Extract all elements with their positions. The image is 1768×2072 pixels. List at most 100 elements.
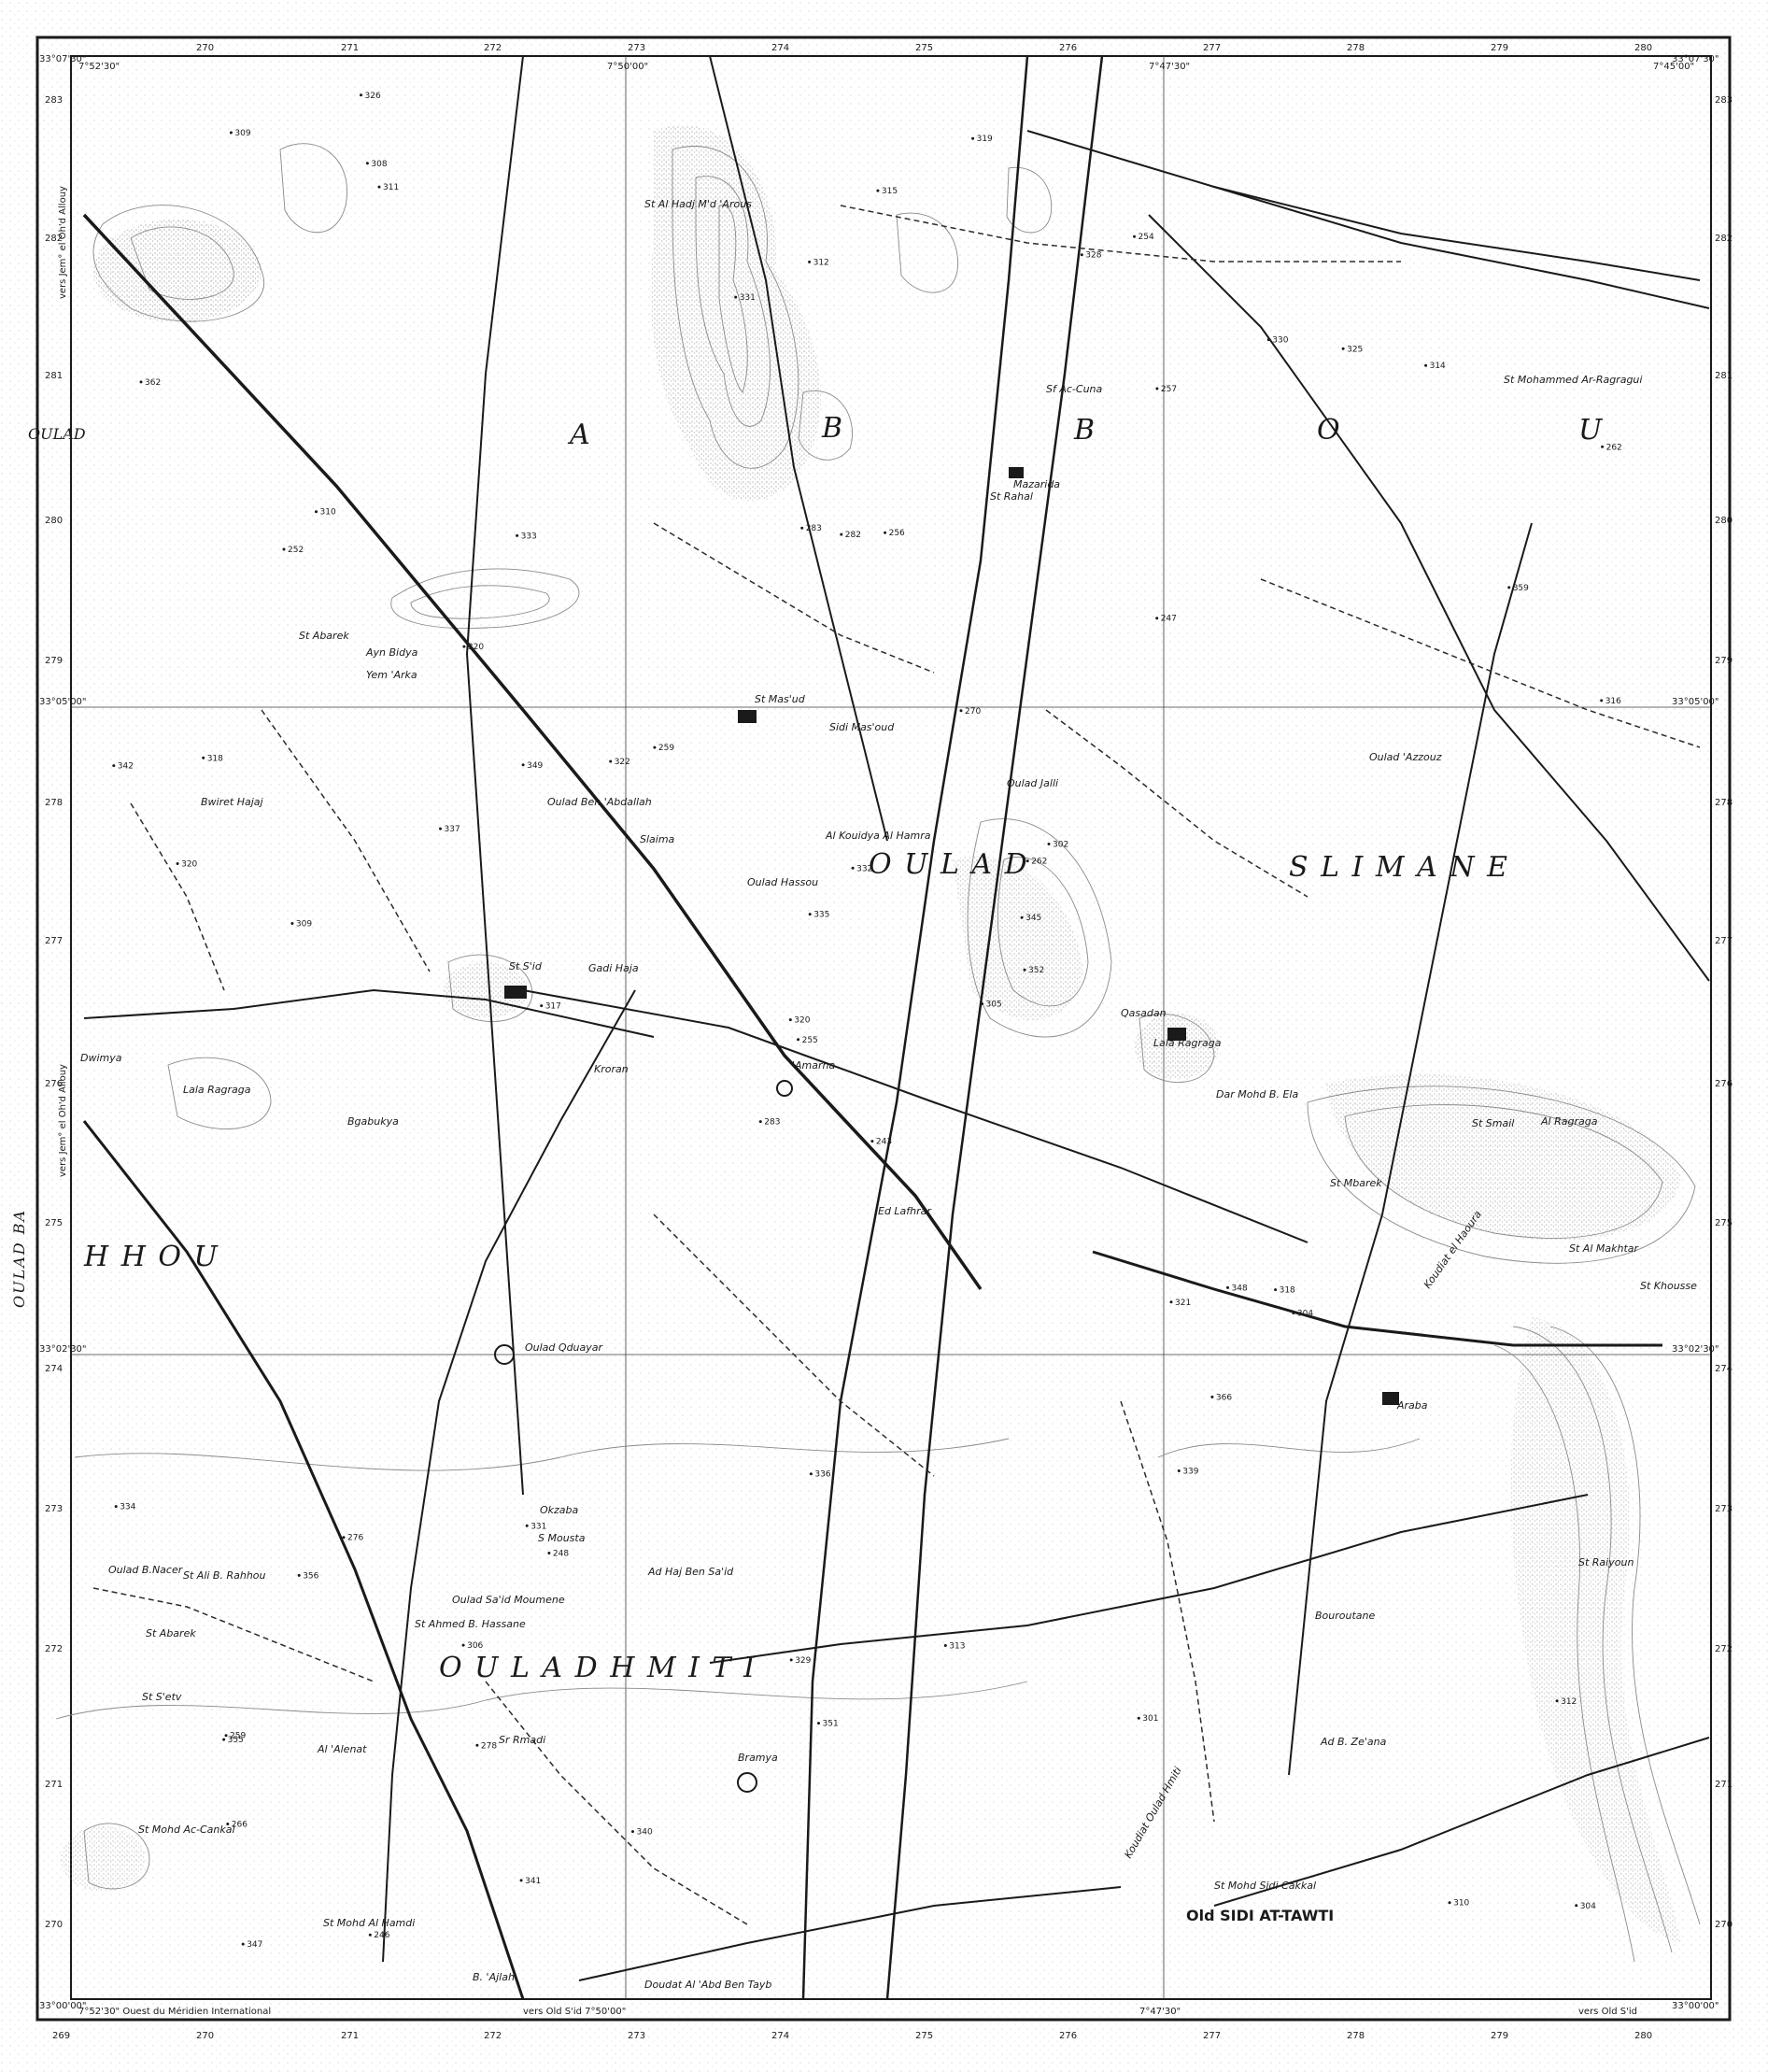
track (1120, 1400, 1215, 1823)
spot-height-label: 331 (740, 293, 756, 303)
spot-height-label: 312 (1561, 1697, 1577, 1707)
tick-label: 278 (1715, 798, 1733, 808)
spot-height-label: 320 (794, 1016, 810, 1026)
tick-label: 277 (1715, 936, 1733, 946)
tick-label: 280 (1634, 43, 1652, 53)
road-ne (1026, 130, 1701, 281)
spot-height-dot (1266, 338, 1270, 342)
place-label: St Mbarek (1330, 1177, 1382, 1189)
tick-label: 276 (45, 1079, 63, 1089)
place-label: St S'etv (142, 1691, 182, 1703)
spot-height-dot (800, 526, 804, 530)
road-east (1092, 1250, 1662, 1347)
spot-height-label: 252 (288, 546, 304, 555)
spot-height-label: 304 (1297, 1310, 1313, 1319)
margin-note-bottom-right: vers Old S'id (1578, 2007, 1637, 2017)
spot-height-dot (461, 1643, 465, 1647)
spot-height-dot (439, 827, 442, 830)
spot-height-label: 315 (882, 187, 898, 196)
region-label-oulad: OULAD (28, 425, 86, 443)
place-label: St Al Hadj M'd 'Arous (644, 198, 752, 210)
tick-label: 275 (915, 2031, 933, 2041)
margin-note-bottom-mid2: 7°47'30" (1139, 2007, 1181, 2017)
spot-height-dot (222, 1738, 226, 1741)
tick-label: 273 (628, 2031, 645, 2041)
tick-label: 269 (52, 2031, 70, 2041)
contour (92, 205, 264, 322)
corner-label-top-left: 7°52'30" (78, 62, 120, 72)
tick-label: 274 (771, 43, 789, 53)
contour (1157, 1438, 1421, 1458)
road-se-ns (1288, 522, 1533, 1776)
spot-height-label: 347 (247, 1940, 262, 1950)
margin-note-left-upper: vers Jem° el Oh'd Allouy (58, 186, 68, 299)
spot-height-dot (1137, 1716, 1140, 1720)
spot-height-dot (1023, 968, 1026, 972)
spot-height-label: 359 (1513, 584, 1529, 593)
contour (1493, 1344, 1635, 1963)
contour (167, 1057, 272, 1129)
latitude-label-bottom-right: 33°00'00" (1672, 2001, 1719, 2011)
place-label: Ed Lafhrar (878, 1205, 932, 1217)
spot-height-label: 332 (856, 864, 872, 873)
spot-height-label: 247 (1161, 615, 1177, 624)
place-label: Ad B. Ze'ana (1320, 1736, 1387, 1748)
contour (74, 1438, 1010, 1471)
spot-height-label: 266 (232, 1821, 248, 1830)
road-network (82, 55, 1710, 2000)
tick-label: 271 (1715, 1780, 1733, 1790)
settlement-markers (494, 467, 1399, 1793)
spot-height-label: 246 (374, 1931, 389, 1940)
tick-label: 283 (1715, 95, 1733, 106)
contour (447, 954, 533, 1022)
spot-height-label: 308 (371, 160, 387, 169)
place-label: Mazarida (1013, 478, 1060, 490)
settlement-amarna (776, 1080, 793, 1097)
tick-label: 282 (45, 234, 63, 244)
spot-height-dot (870, 1140, 874, 1143)
right-tick-labels: 283 282 281 280 279 278 277 276 275 274 … (1715, 95, 1733, 1930)
place-label: St Mohd Sidi Cakkal (1214, 1880, 1316, 1892)
spot-height-label: 318 (1280, 1286, 1295, 1296)
tick-label: 279 (45, 656, 63, 666)
tick-label: 275 (1715, 1218, 1733, 1228)
spot-height-dot (360, 93, 362, 97)
spot-height-dot (1424, 363, 1428, 367)
spot-height-dot (631, 1830, 634, 1834)
spot-height-dot (1555, 1699, 1559, 1703)
spot-height-dot (1169, 1300, 1173, 1304)
graticule-labels: 7°52'30" 7°50'00" 7°47'30" 7°45'00" 33°0… (39, 54, 1719, 2011)
spot-height-label: 318 (207, 754, 223, 763)
place-label: Slaima (640, 833, 675, 845)
place-label: B. 'Ajlah (473, 1971, 515, 1983)
spot-height-dot (282, 547, 286, 551)
spot-height-dot (342, 1536, 346, 1540)
spot-height-label: 248 (553, 1550, 569, 1559)
place-label: St Mas'ud (755, 693, 806, 705)
spot-height-dot (241, 1942, 245, 1946)
contour (1139, 1014, 1215, 1083)
contour (55, 1681, 1028, 1720)
contour (798, 390, 853, 461)
track (92, 1587, 375, 1682)
place-label: Lala Ragraga (183, 1084, 251, 1096)
spot-height-dot (1155, 617, 1159, 620)
spot-height-label: 319 (977, 135, 993, 144)
spot-height-dot (290, 922, 294, 925)
spot-height-dot (808, 913, 812, 916)
spot-height-dot (516, 533, 519, 537)
contour (672, 146, 799, 469)
neatline (70, 55, 1712, 2000)
spot-height-label: 309 (234, 129, 250, 138)
place-label: Kroran (594, 1063, 629, 1075)
spot-height-label: 337 (445, 825, 460, 834)
place-label: Sf Ac-Cuna (1046, 383, 1103, 395)
spot-height-label: 282 (845, 531, 861, 540)
spot-height-label: 362 (145, 378, 161, 388)
spot-height-label: 270 (965, 707, 981, 717)
outer-frame (35, 35, 1732, 2022)
spot-height-label: 330 (1272, 336, 1288, 346)
spot-height-dot (112, 764, 116, 768)
spot-height-label: 352 (1028, 966, 1044, 975)
